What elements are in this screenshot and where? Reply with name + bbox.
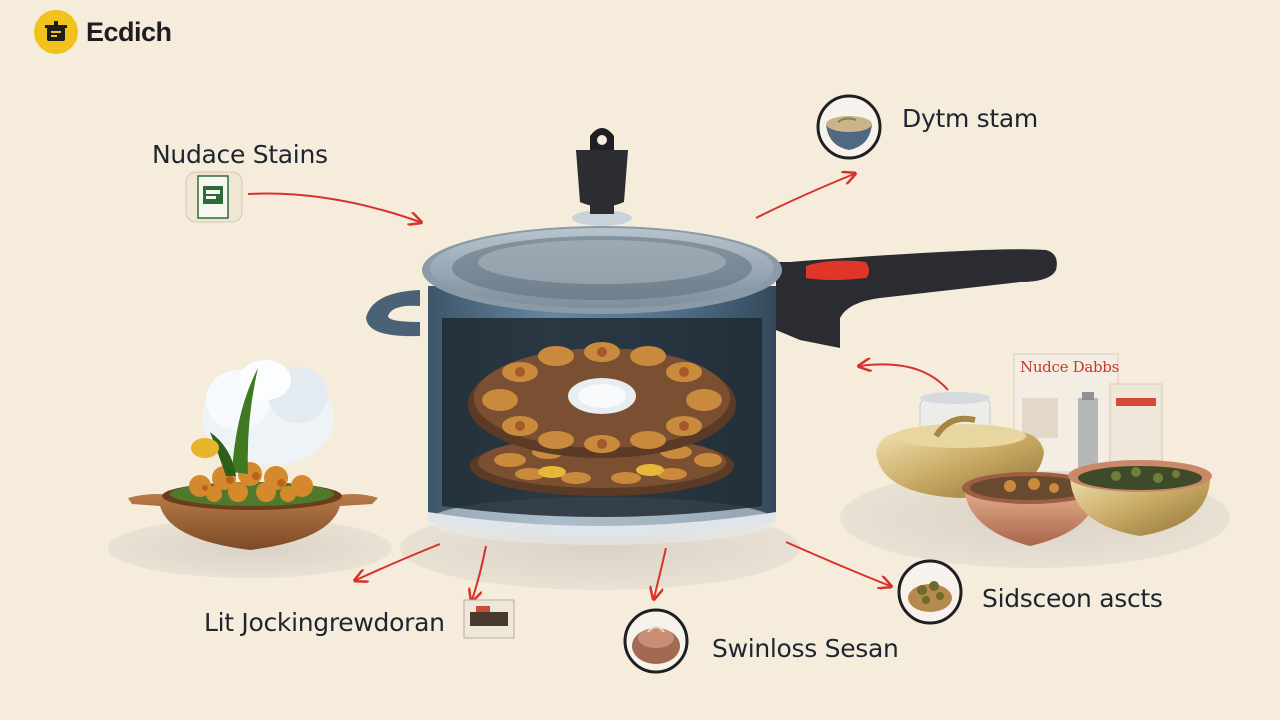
dish-icon <box>623 608 689 674</box>
arrow-right-mid <box>860 364 949 391</box>
curry-pan <box>128 368 378 550</box>
package-icon <box>185 171 243 223</box>
arrow-bottom-left-2 <box>472 545 487 600</box>
callout-label-top-right: Dytm stam <box>902 104 1038 133</box>
callout-label-top-left: Nudace Stains <box>152 140 328 169</box>
arrow-bottom-right <box>785 541 890 586</box>
pot-logo-glyph <box>45 21 67 41</box>
box-icon <box>463 599 515 639</box>
callout-arrows <box>247 174 949 600</box>
soup-bowl-icon <box>816 94 882 160</box>
arrow-bottom-left <box>356 543 441 580</box>
herbs-icon <box>897 559 963 625</box>
pressure-cooker <box>366 128 1057 545</box>
product-box-text: Nudce Dabbs <box>1020 358 1120 376</box>
brand: Ecdich <box>34 10 172 54</box>
arrow-top-left <box>247 192 420 222</box>
callout-label-bottom-left: Lit Jockingrewdoran <box>204 608 445 637</box>
callout-label-bottom-center: Swinloss Sesan <box>712 634 899 663</box>
right-brassware <box>876 353 1212 546</box>
arrow-bottom-center <box>654 547 667 598</box>
pot-logo-icon <box>34 10 78 54</box>
steamer-tray-upper <box>468 342 736 458</box>
arrow-top-right <box>755 174 854 219</box>
callout-label-bottom-right: Sidsceon ascts <box>982 584 1163 613</box>
brand-name: Ecdich <box>86 16 172 47</box>
